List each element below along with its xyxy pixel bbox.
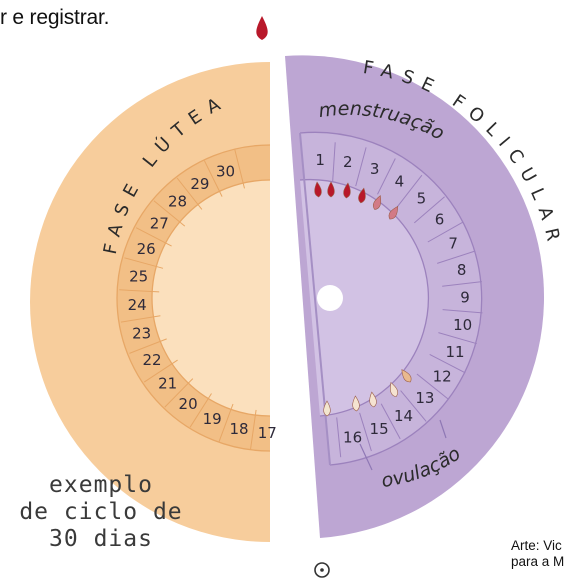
menstruation-drop-icon	[314, 181, 322, 198]
caption-line-3: 30 dias	[49, 526, 153, 552]
day-number-16: 16	[343, 428, 362, 446]
day-number-24: 24	[128, 296, 147, 314]
day-cell-dividers	[119, 142, 483, 458]
day-number-29: 29	[190, 175, 209, 193]
day-number-9: 9	[460, 289, 470, 307]
day-divider	[218, 403, 234, 442]
day-number-10: 10	[453, 316, 472, 334]
caption-line-1: exemplo	[49, 472, 153, 498]
day-divider	[189, 393, 212, 428]
day-divider	[203, 160, 223, 197]
day-divider	[124, 257, 164, 269]
day-number-22: 22	[142, 351, 161, 369]
day-divider	[250, 409, 257, 450]
day-number-30: 30	[216, 162, 235, 180]
day-divider	[396, 174, 423, 208]
day-divider	[176, 177, 203, 210]
center-hole	[317, 285, 343, 311]
day-divider	[427, 221, 463, 243]
day-number-6: 6	[435, 210, 445, 228]
day-number-23: 23	[132, 324, 151, 342]
blood-drop-icon	[256, 16, 268, 40]
day-divider	[438, 332, 477, 345]
day-divider	[120, 315, 161, 323]
day-number-20: 20	[179, 395, 198, 413]
ovulation-drop-icon	[323, 400, 331, 417]
day-divider	[437, 250, 476, 264]
caption-line-2: de ciclo de	[19, 499, 183, 525]
pointer-circle-icon	[314, 562, 330, 578]
day-divider	[429, 353, 466, 374]
day-number-15: 15	[370, 420, 389, 438]
day-number-19: 19	[203, 410, 222, 428]
ovulation-drop-icon	[352, 395, 360, 412]
intro-text-fragment: r e registrar.	[0, 6, 110, 29]
menstruation-drop-icon	[358, 187, 366, 204]
day-number-17: 17	[258, 424, 277, 442]
day-divider	[416, 373, 449, 400]
day-number-4: 4	[395, 172, 405, 190]
day-divider	[413, 196, 445, 224]
day-divider	[164, 378, 194, 408]
day-number-26: 26	[137, 240, 156, 258]
ovulation-bracket	[359, 419, 447, 471]
day-number-25: 25	[129, 268, 148, 286]
day-number-2: 2	[343, 153, 353, 171]
day-number-27: 27	[150, 215, 169, 233]
credit-line-1: Arte: Vic	[511, 538, 562, 553]
day-number-13: 13	[415, 389, 434, 407]
cycle-caption: exemplo de ciclo de 30 dias	[6, 472, 196, 553]
menstruation-drop-icon	[327, 181, 335, 198]
day-divider	[336, 417, 342, 458]
ovulation-drop-icon	[390, 381, 398, 397]
menstruation-drop-icon	[343, 182, 351, 199]
day-divider	[234, 149, 245, 189]
cycle-drops	[314, 181, 412, 417]
day-number-12: 12	[433, 368, 452, 386]
day-divider	[359, 412, 372, 452]
day-divider	[442, 309, 483, 314]
ovulation-drop-icon	[369, 391, 377, 408]
day-divider	[143, 359, 178, 383]
day-divider	[442, 281, 482, 287]
day-divider	[400, 390, 427, 422]
day-number-18: 18	[229, 420, 248, 438]
day-number-11: 11	[445, 343, 464, 361]
day-divider	[377, 158, 396, 195]
day-number-28: 28	[168, 193, 187, 211]
day-divider	[332, 142, 336, 183]
follicular-inner-disc	[300, 179, 429, 416]
day-number-14: 14	[394, 407, 413, 425]
day-divider	[129, 338, 167, 354]
credit-line-2: para a M	[511, 554, 565, 569]
art-credit: Arte: Vic para a M	[511, 538, 564, 570]
luteal-inner-disc	[152, 180, 270, 416]
day-number-21: 21	[158, 375, 177, 393]
menstruation-drop-icon	[372, 195, 382, 210]
day-number-7: 7	[448, 235, 458, 253]
day-divider	[380, 403, 401, 440]
ovulation-drop-icon	[401, 369, 412, 383]
day-number-3: 3	[370, 160, 380, 178]
day-number-1: 1	[315, 151, 325, 169]
luteal-half	[30, 62, 271, 542]
day-divider	[355, 147, 367, 187]
follicular-half	[285, 55, 545, 539]
day-divider	[119, 289, 160, 293]
day-divider	[135, 227, 172, 247]
day-number-8: 8	[457, 261, 467, 279]
day-number-5: 5	[417, 189, 427, 207]
day-divider	[153, 200, 186, 227]
menstruation-drop-icon	[388, 205, 399, 220]
